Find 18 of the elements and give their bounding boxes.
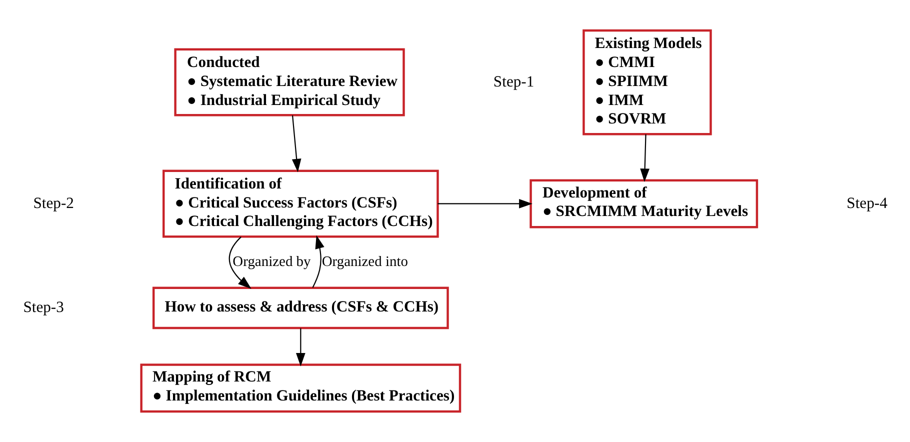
arrow xyxy=(312,235,324,288)
arrow xyxy=(640,134,650,182)
label: Step-4 xyxy=(846,194,888,212)
node-box: Conducted ● Systematic Literature Review ● Industrial Empirical Study xyxy=(174,48,405,116)
arrow xyxy=(292,115,302,172)
label: Step-3 xyxy=(23,299,64,316)
node-box: Mapping of RCM ● Implementation Guidelines (Best Practices) xyxy=(140,364,462,413)
arrow xyxy=(438,199,532,208)
edge-label: Organized into xyxy=(322,254,408,270)
edge-label: Organized by xyxy=(232,254,311,270)
node-box: Identification of ● Critical Success Factors (CSFs) ● Critical Challenging Factors (CCHs) xyxy=(162,170,439,238)
arrow xyxy=(228,236,252,289)
arrow xyxy=(296,328,306,366)
node-box: Development of ● SRCMIMM Maturity Levels xyxy=(530,179,758,228)
label: Step-1 xyxy=(493,73,534,90)
label: Step-2 xyxy=(33,194,74,212)
node-box: Existing Models ● CMMI ● SPIIMM ● IMM ● SOVRM xyxy=(582,29,712,136)
node-box: How to assess & address (CSFs & CCHs) xyxy=(152,286,449,330)
